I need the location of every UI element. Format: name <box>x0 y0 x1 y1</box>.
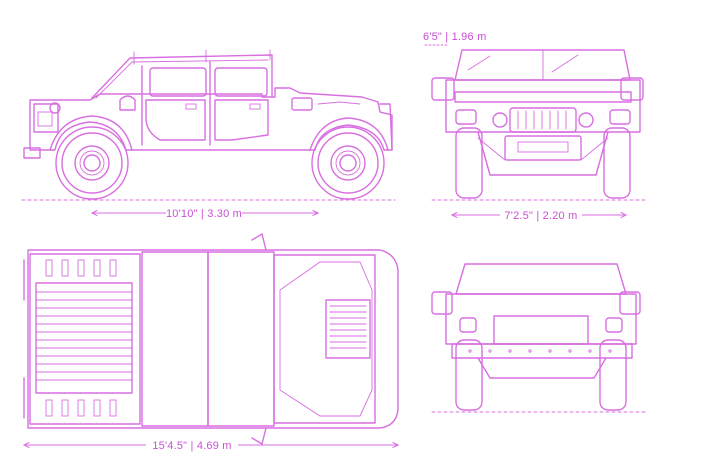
rear-grille <box>493 315 589 345</box>
rear-view-drawing <box>431 263 649 413</box>
top-view-drawing <box>24 233 398 445</box>
side-door-rear <box>214 99 269 141</box>
rear-right-tire <box>599 339 627 411</box>
front-right-tire <box>603 127 631 199</box>
front-view-drawing <box>424 44 649 215</box>
front-width-label: 7'2.5" | 2.20 m <box>504 210 577 222</box>
side-front-wheel <box>311 126 385 200</box>
side-body-outline <box>29 87 393 151</box>
top-hood-vent <box>325 299 371 359</box>
side-window-front <box>149 67 207 97</box>
top-length-label: 15'4.5" | 4.69 m <box>152 440 231 452</box>
side-roof-frame <box>91 54 273 99</box>
rear-left-tire <box>455 339 483 411</box>
front-grille <box>509 107 577 133</box>
side-view-drawing <box>21 49 396 213</box>
side-window-rear <box>214 67 268 97</box>
top-cargo-bed <box>35 282 133 394</box>
side-rear-wheel <box>55 126 129 200</box>
front-height-label: 6'5" | 1.96 m <box>423 31 486 43</box>
side-length-label: 10'10" | 3.30 m <box>166 208 242 220</box>
front-left-tire <box>455 127 483 199</box>
side-door-front <box>145 99 206 141</box>
